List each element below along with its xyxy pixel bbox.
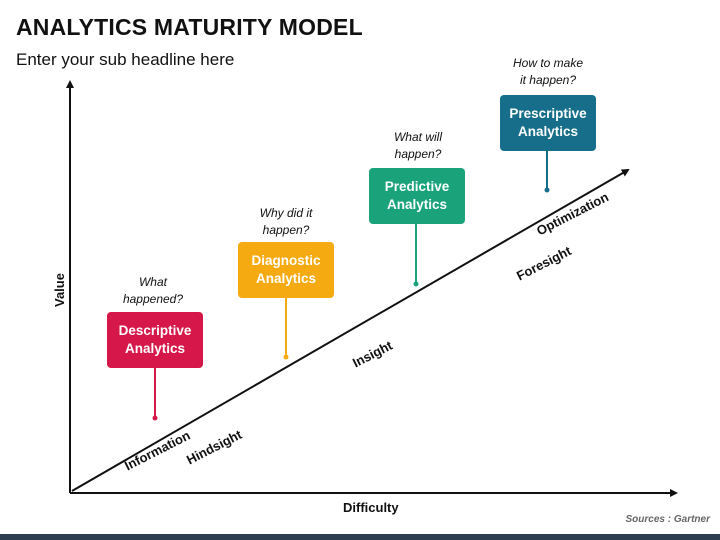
box-label: Analytics	[255, 271, 317, 286]
question-line: it happen?	[519, 73, 577, 87]
question-prescriptive: How to make it happen?	[493, 55, 603, 89]
question-predictive: What will happen?	[363, 129, 473, 163]
source-note: Sources : Gartner	[625, 514, 710, 525]
connector-prescriptive	[544, 150, 550, 193]
question-line: What	[138, 275, 167, 289]
box-label: Analytics	[124, 341, 186, 356]
box-label: Diagnostic	[251, 253, 321, 268]
box-label: Analytics	[517, 124, 579, 139]
descriptive-analytics-box: Descriptive Analytics	[107, 312, 203, 368]
question-line: Why did it	[259, 206, 313, 220]
x-axis-label: Difficulty	[343, 500, 399, 515]
question-line: happened?	[122, 292, 184, 306]
footer-bar	[0, 534, 720, 540]
box-label: Analytics	[386, 197, 448, 212]
connector-descriptive	[152, 367, 158, 421]
diagnostic-analytics-box: Diagnostic Analytics	[238, 242, 334, 298]
question-line: What will	[393, 130, 442, 144]
question-diagnostic: Why did it happen?	[231, 205, 341, 239]
page-subtitle: Enter your sub headline here	[16, 50, 235, 69]
box-label: Descriptive	[118, 323, 192, 338]
question-line: happen?	[394, 147, 442, 161]
box-label: Prescriptive	[509, 106, 587, 121]
connector-predictive	[413, 224, 419, 287]
page-title: ANALYTICS MATURITY MODEL	[16, 14, 363, 40]
prescriptive-analytics-box: Prescriptive Analytics	[500, 95, 596, 151]
maturity-line	[71, 169, 630, 492]
predictive-analytics-box: Predictive Analytics	[369, 168, 465, 224]
question-descriptive: What happened?	[98, 274, 208, 308]
connector-diagnostic	[283, 298, 289, 360]
box-label: Predictive	[384, 179, 450, 194]
y-axis-label: Value	[52, 273, 67, 307]
question-line: How to make	[512, 56, 584, 70]
question-line: happen?	[262, 223, 310, 237]
